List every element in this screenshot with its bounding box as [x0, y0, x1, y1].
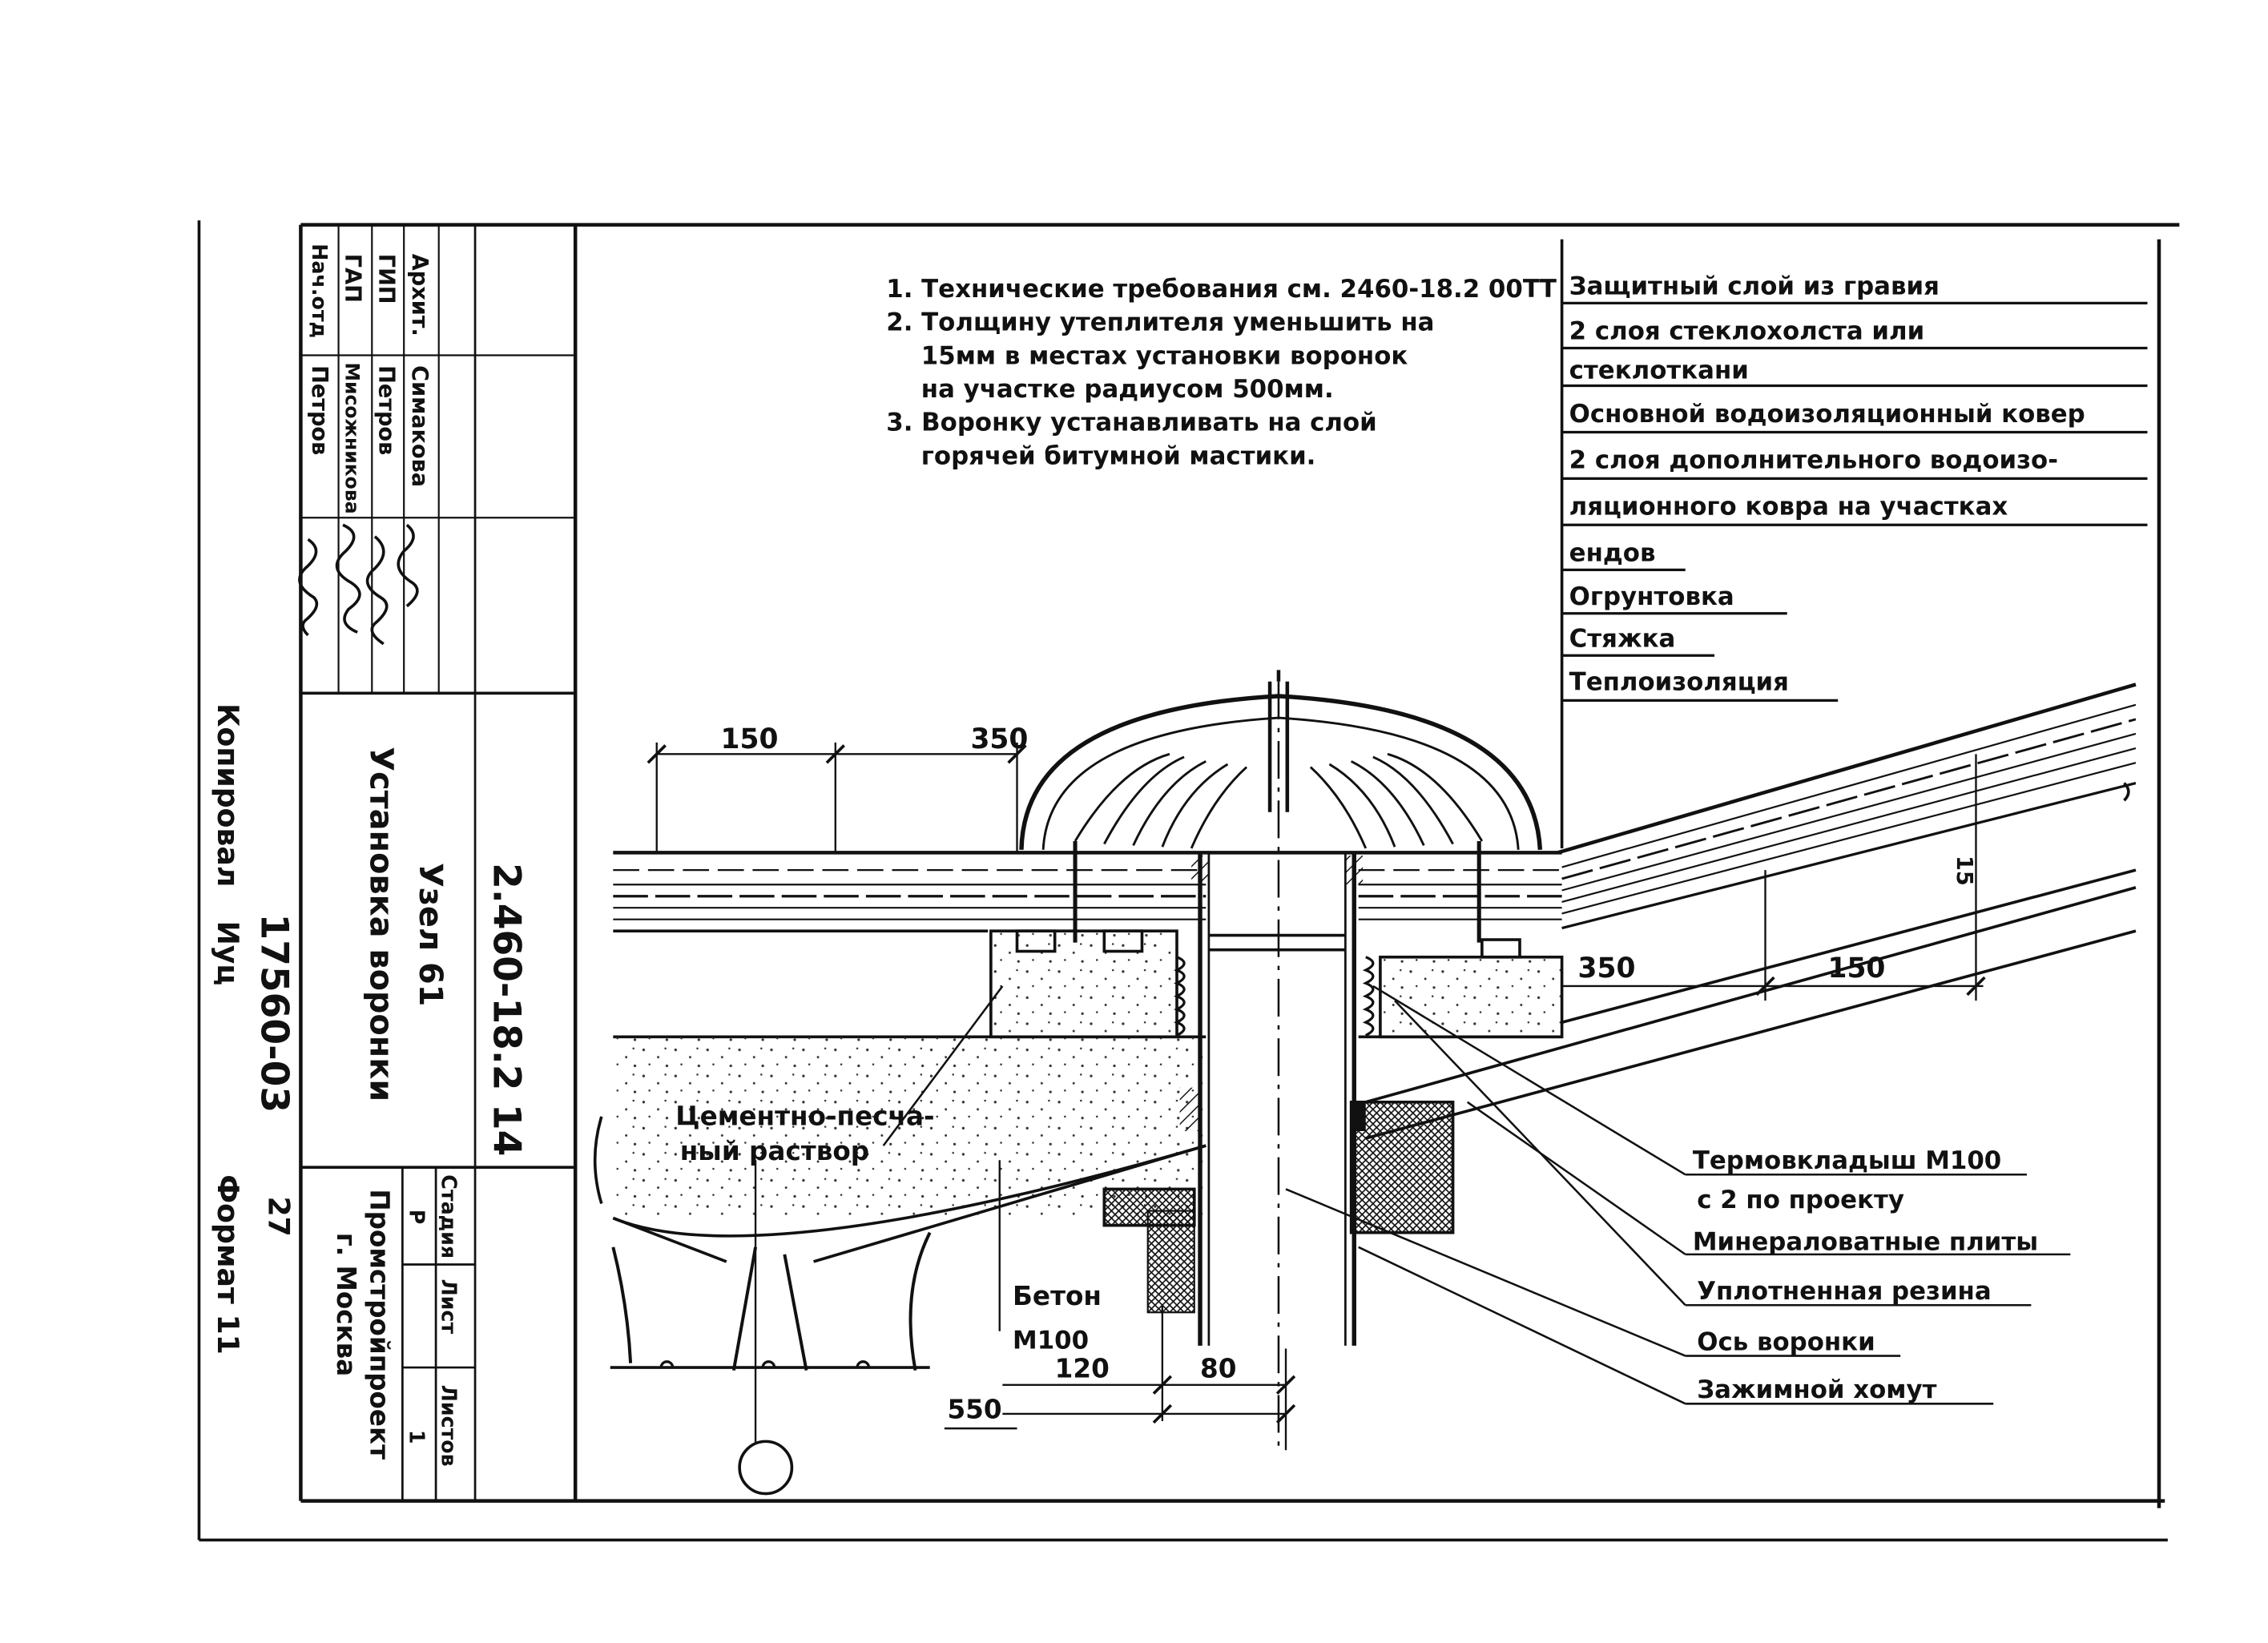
stage-value: Р	[405, 1210, 429, 1225]
note-line-5: 3. Воронку устанавливать на слой	[886, 409, 1377, 437]
copied-label: Копировал	[211, 703, 245, 887]
name-petrov-head: Петров	[307, 365, 332, 455]
drawing-title: Установка воронки	[362, 747, 399, 1101]
sheets-value: 1	[405, 1430, 429, 1444]
dim-350-left: 350	[970, 723, 1028, 755]
callout-clamp: Зажимной хомут	[1697, 1375, 1936, 1404]
note-line-6: горячей битумной мастики.	[921, 441, 1316, 470]
sheet-frame	[197, 220, 2180, 1542]
callout-funnel-axis: Ось воронки	[1697, 1327, 1875, 1356]
page-number: 27	[262, 1196, 296, 1236]
label-concrete-grade: М100	[1013, 1327, 1089, 1355]
format-label: Формат 11	[211, 1174, 245, 1355]
dim-80: 80	[1200, 1354, 1236, 1384]
note-line-2: 2. Толщину утеплителя уменьшить на	[886, 308, 1434, 337]
order-number: 17560-03	[252, 913, 296, 1113]
role-head: Нач.отд	[308, 244, 332, 338]
name-misozhnikova: Мисожникова	[341, 363, 364, 514]
callout-rubber: Уплотненная резина	[1697, 1277, 1991, 1306]
sheets-header: Листов	[437, 1385, 461, 1467]
note-line-3: 15мм в местах установки воронок	[921, 341, 1408, 370]
layer-primer: Огрунтовка	[1569, 582, 1734, 611]
title-block-grid	[300, 224, 576, 1501]
sheet-header: Лист	[437, 1279, 461, 1335]
note-line-1: 1. Технические требования см. 2460-18.2 …	[886, 275, 1557, 304]
layer-gravel: Защитный слой из гравия	[1569, 272, 1940, 301]
layer-extra-waterproof-2: ляционного ковра на участках	[1569, 493, 2008, 521]
layers-legend: Защитный слой из гравия 2 слоя стеклохол…	[1560, 239, 2148, 848]
layer-glass-canvas-2: стеклоткани	[1569, 356, 1749, 385]
role-gip: ГИП	[373, 254, 398, 304]
org-city: г. Москва	[331, 1233, 361, 1377]
doc-code: 2.460-18.2 14	[485, 863, 529, 1156]
dim-150-right: 150	[1827, 952, 1885, 985]
layer-glass-canvas-1: 2 слоя стеклохолста или	[1569, 317, 1925, 346]
dim-550: 550	[947, 1394, 1001, 1424]
dim-15: 15	[1952, 856, 1976, 886]
label-mortar-2: ный раствор	[680, 1136, 869, 1166]
callout-thermal-insert-2: с 2 по проекту	[1697, 1186, 1904, 1214]
role-archit: Архит.	[407, 254, 432, 336]
notes-block: 1. Технические требования см. 2460-18.2 …	[886, 275, 1557, 470]
role-gap: ГАП	[340, 254, 365, 303]
dim-120: 120	[1055, 1354, 1110, 1384]
node-number: Узел 61	[412, 863, 449, 1006]
label-concrete: Бетон	[1013, 1281, 1102, 1311]
stage-header: Стадия	[437, 1174, 461, 1258]
note-line-4: на участке радиусом 500мм.	[921, 375, 1334, 404]
roof-section	[593, 670, 2137, 1496]
layer-insulation: Теплоизоляция	[1569, 668, 1789, 697]
callouts: Термовкладыш М100 с 2 по проекту Минерал…	[1693, 1146, 2038, 1404]
signatures	[298, 523, 419, 646]
label-mortar-1: Цементно-песча-	[675, 1101, 934, 1132]
copier-name: Иуц	[211, 921, 245, 986]
layer-main-waterproof: Основной водоизоляционный ковер	[1569, 400, 2085, 429]
layer-screed: Стяжка	[1569, 624, 1676, 653]
layer-extra-waterproof-3: ендов	[1569, 539, 1656, 568]
callout-thermal-insert-1: Термовкладыш М100	[1693, 1146, 2001, 1175]
dim-150-left: 150	[721, 723, 779, 755]
name-petrov-gip: Петров	[373, 365, 398, 455]
org-name: Промстройпроект	[364, 1189, 394, 1460]
name-simakova: Симакова	[407, 365, 432, 487]
callout-mineral-wool: Минераловатные плиты	[1693, 1227, 2038, 1256]
dim-350-right: 350	[1578, 952, 1636, 985]
layer-extra-waterproof-1: 2 слоя дополнительного водоизо-	[1569, 446, 2058, 475]
